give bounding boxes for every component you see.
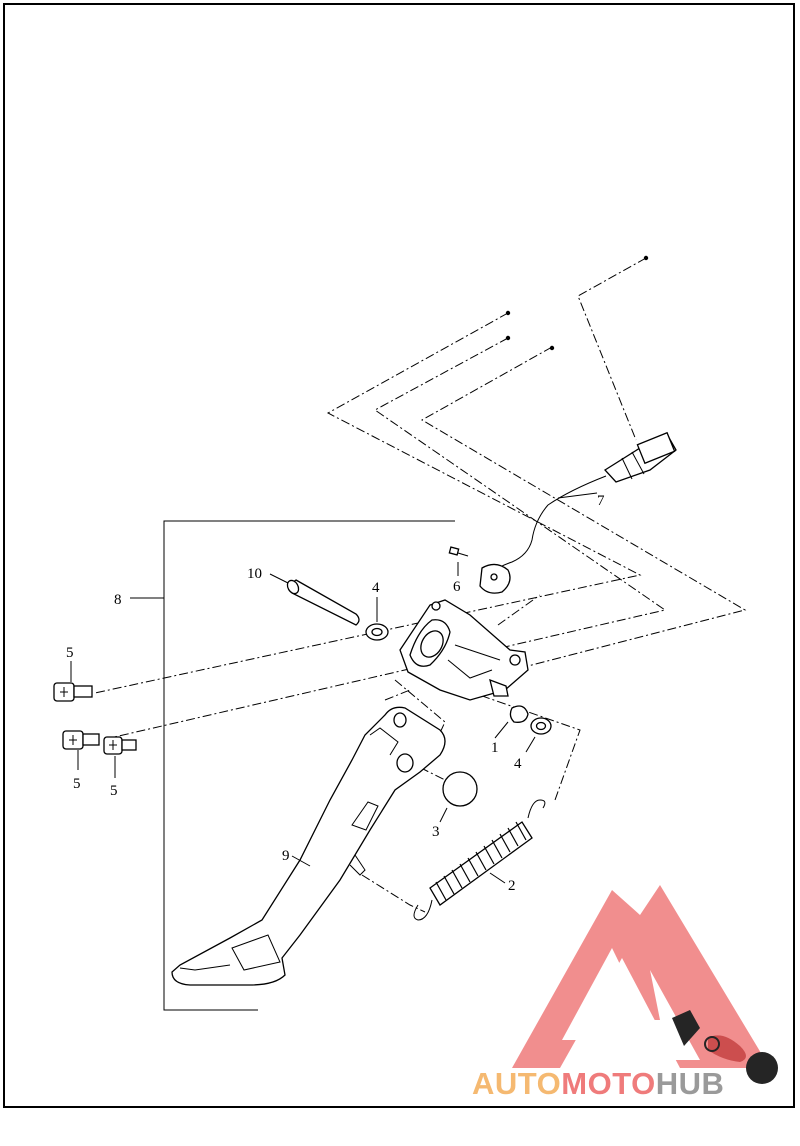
callout-9: 9 bbox=[282, 848, 290, 864]
automotohub-watermark-logo bbox=[512, 885, 778, 1084]
connector-dot-3 bbox=[505, 335, 511, 341]
callout-4b: 4 bbox=[514, 756, 522, 772]
sensor-screw bbox=[448, 546, 469, 576]
bolt-upper bbox=[53, 661, 93, 702]
callout-6: 6 bbox=[453, 579, 461, 595]
connector-dot-2 bbox=[505, 310, 511, 316]
callout-5b: 5 bbox=[73, 776, 81, 792]
connector-dot-1 bbox=[643, 255, 649, 261]
rubber-plug bbox=[439, 771, 478, 823]
callout-2: 2 bbox=[508, 878, 516, 894]
pivot-pin bbox=[269, 573, 360, 626]
callout-7: 7 bbox=[597, 493, 605, 509]
return-spring bbox=[413, 799, 546, 921]
callout-1: 1 bbox=[491, 740, 499, 756]
dash-dot-leaders bbox=[94, 257, 747, 913]
watermark-text: AUTOMOTOHUB bbox=[472, 1066, 724, 1101]
side-stand bbox=[171, 706, 446, 986]
connector-dot-4 bbox=[549, 345, 555, 351]
callout-labels: 1 2 3 4 4 5 5 5 6 7 8 9 10 bbox=[66, 493, 605, 894]
bolt-lower-left bbox=[62, 730, 100, 770]
washer-lower bbox=[525, 717, 552, 753]
callout-8: 8 bbox=[114, 592, 122, 608]
callout-10: 10 bbox=[247, 566, 262, 582]
side-stand-sensor bbox=[479, 431, 677, 594]
drawing-border bbox=[3, 3, 795, 1108]
stand-mounting-bracket bbox=[399, 599, 529, 701]
callout-3: 3 bbox=[432, 824, 440, 840]
callout-5c: 5 bbox=[110, 783, 118, 799]
callout-4a: 4 bbox=[372, 580, 380, 596]
washer-upper bbox=[365, 597, 389, 641]
callout-5a: 5 bbox=[66, 645, 74, 661]
bolt-lower-right bbox=[103, 736, 137, 778]
retaining-clip bbox=[494, 705, 529, 739]
